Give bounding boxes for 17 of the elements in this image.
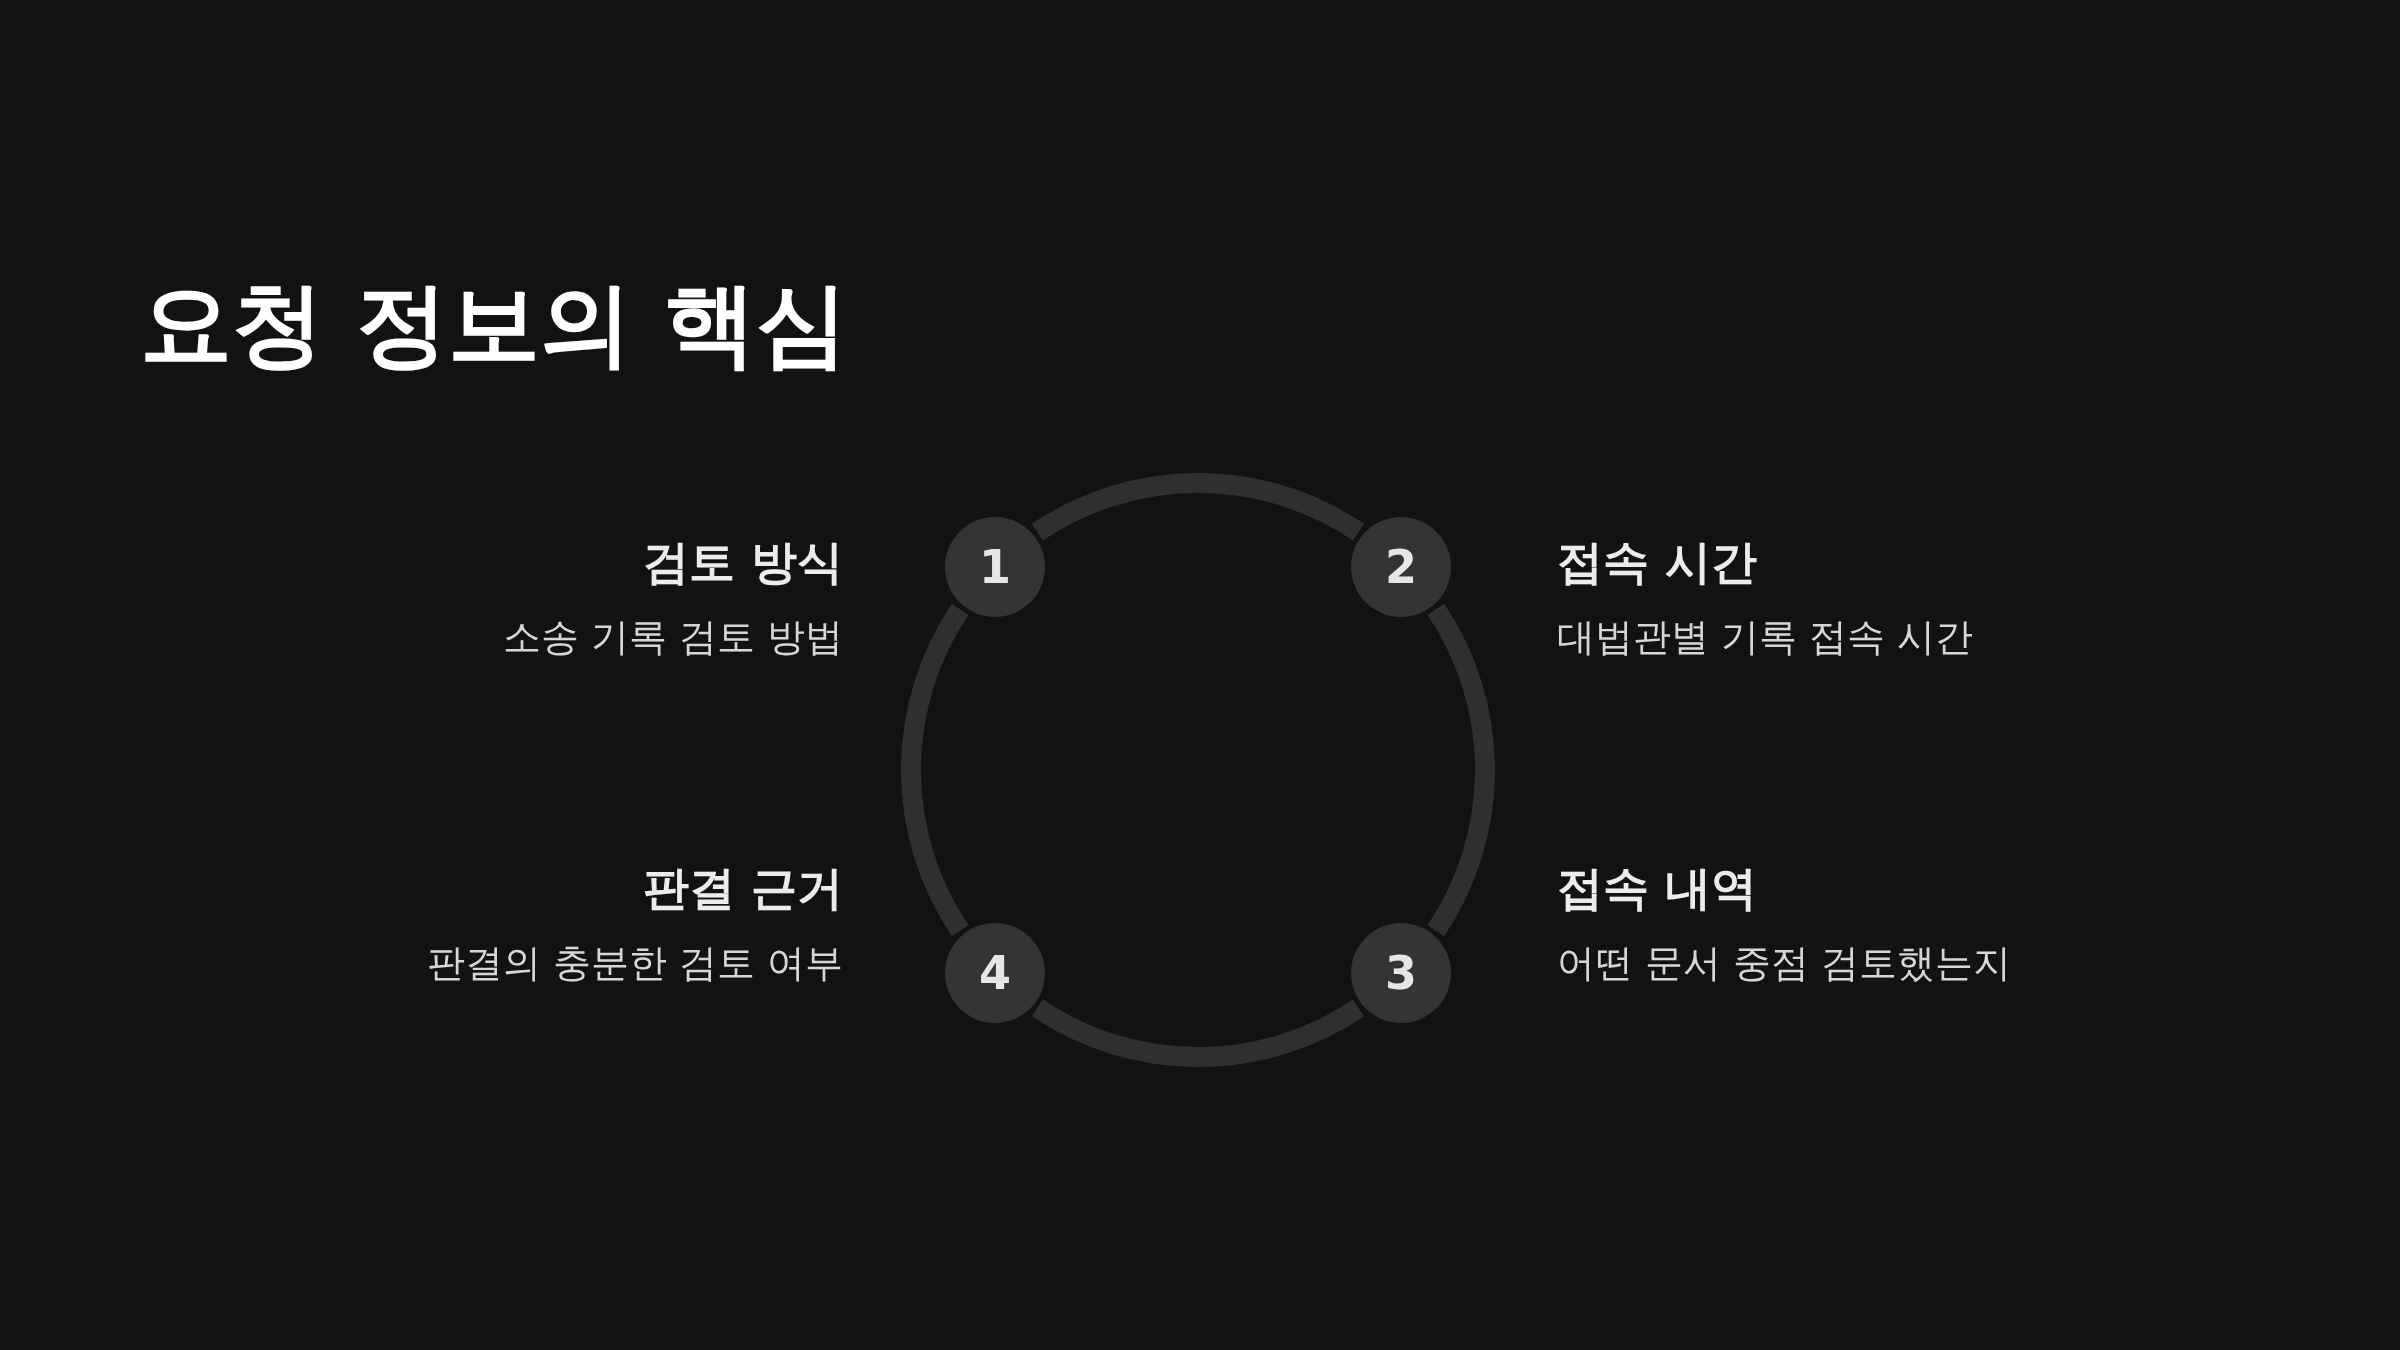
ring-arc [1427, 604, 1495, 936]
ring-arc [1032, 999, 1364, 1067]
heading: 검토 방식 [643, 535, 843, 591]
ring-arc [1032, 473, 1364, 541]
heading: 접속 내역 [1557, 861, 1757, 917]
number-badge: 2 [1350, 517, 1451, 618]
heading: 판결 근거 [643, 861, 843, 917]
heading: 접속 시간 [1557, 535, 1757, 591]
number-badge: 3 [1350, 922, 1451, 1023]
description: 어떤 문서 중점 검토했는지 [1557, 941, 2012, 987]
title: 요청 정보의 핵심 [140, 270, 849, 380]
number-badge: 4 [945, 922, 1046, 1023]
ring-arc [901, 604, 969, 936]
description: 소송 기록 검토 방법 [502, 615, 843, 661]
number-badge: 1 [945, 517, 1046, 618]
description: 판결의 충분한 검토 여부 [426, 941, 843, 987]
description: 대법관별 기록 접속 시간 [1557, 615, 1974, 661]
